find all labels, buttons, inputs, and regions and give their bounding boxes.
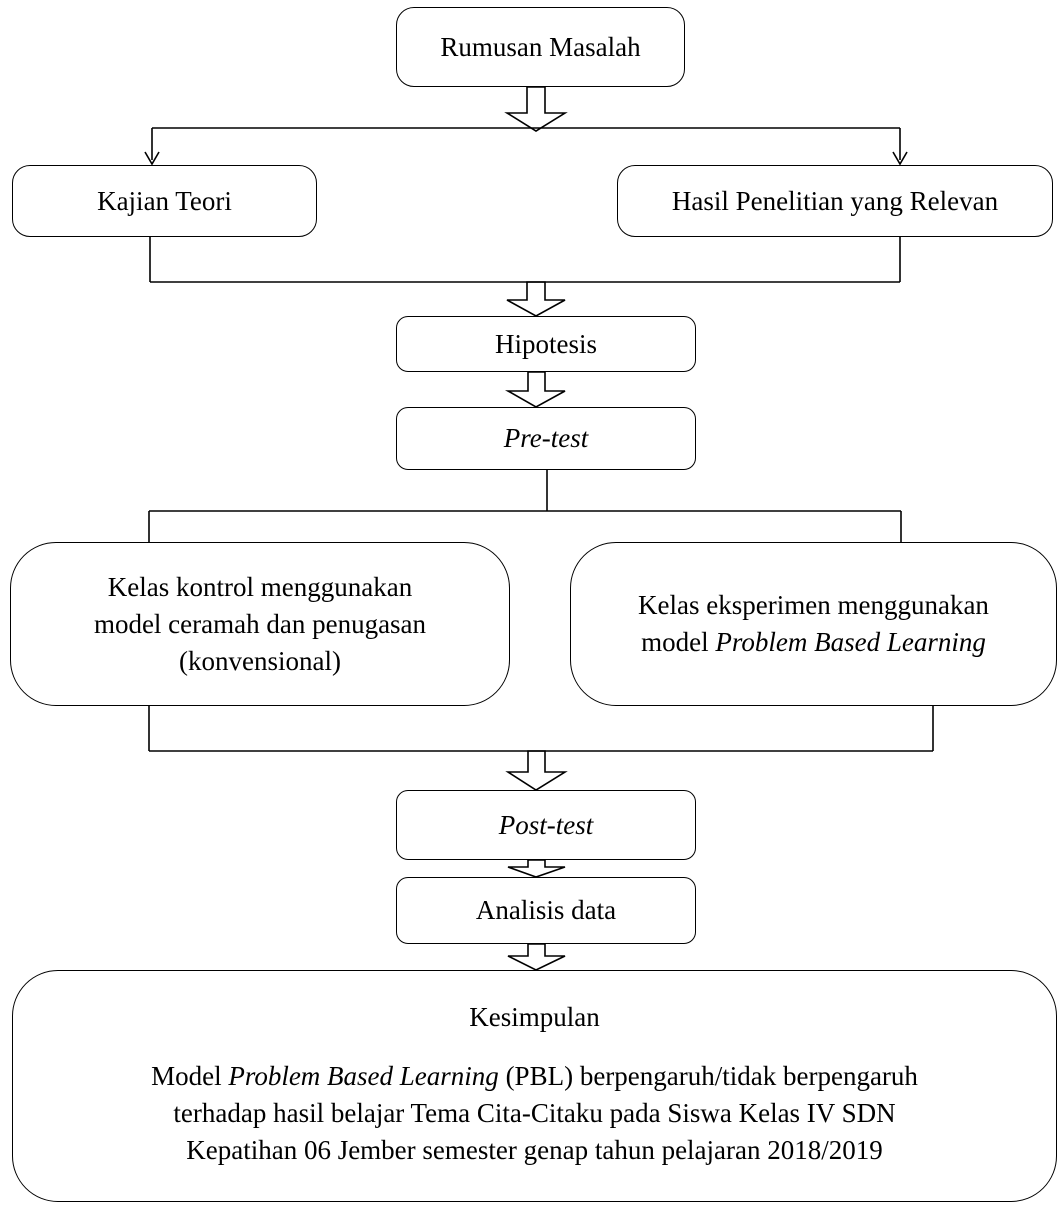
kesimpulan-line-1: Model Problem Based Learning (PBL) berpe… bbox=[151, 1058, 918, 1095]
kesimpulan-title: Kesimpulan bbox=[469, 1002, 600, 1032]
kelas-eksperimen-line-1: Kelas eksperimen menggunakan bbox=[638, 590, 989, 620]
kelas-eksperimen-prefix: model bbox=[641, 627, 716, 657]
hipotesis-label: Hipotesis bbox=[494, 328, 597, 359]
kelas-kontrol-line-3: (konvensional) bbox=[179, 645, 341, 676]
kesimpulan-suffix: (PBL) berpengaruh/tidak berpengaruh bbox=[498, 1061, 918, 1091]
block-arrow-icon bbox=[504, 371, 566, 408]
kesimpulan-line-3: Kepatihan 06 Jember semester genap tahun… bbox=[186, 1135, 883, 1165]
box-hipotesis: Hipotesis bbox=[396, 316, 696, 372]
block-arrow-icon bbox=[505, 750, 568, 791]
box-rumusan-masalah: Rumusan Masalah bbox=[396, 7, 685, 87]
box-hasil-penelitian: Hasil Penelitian yang Relevan bbox=[617, 165, 1053, 237]
kelas-kontrol-line-2: model ceramah dan penugasan bbox=[93, 608, 427, 639]
box-post-test: Post-test bbox=[396, 790, 696, 860]
hasil-penelitian-label: Hasil Penelitian yang Relevan bbox=[671, 185, 999, 216]
kajian-teori-label: Kajian Teori bbox=[97, 185, 232, 216]
kelas-eksperimen-italic: Problem Based Learning bbox=[715, 627, 986, 657]
box-kelas-kontrol: Kelas kontrol menggunakan model ceramah … bbox=[10, 542, 510, 706]
analisis-data-label: Analisis data bbox=[475, 895, 617, 925]
rumusan-masalah-label: Rumusan Masalah bbox=[440, 31, 641, 62]
box-pre-test: Pre-test bbox=[396, 407, 696, 470]
kelas-kontrol-line-1: Kelas kontrol menggunakan bbox=[107, 571, 413, 602]
kesimpulan-italic: Problem Based Learning bbox=[228, 1061, 499, 1091]
kesimpulan-prefix: Model bbox=[151, 1061, 229, 1091]
block-arrow-icon bbox=[504, 86, 568, 132]
kelas-eksperimen-line-2: model Problem Based Learning bbox=[641, 624, 986, 661]
post-test-label: Post-test bbox=[498, 809, 594, 840]
box-kajian-teori: Kajian Teori bbox=[12, 165, 317, 237]
pre-test-label: Pre-test bbox=[503, 423, 589, 453]
box-kelas-eksperimen: Kelas eksperimen menggunakan model Probl… bbox=[570, 542, 1057, 706]
kesimpulan-line-2: terhadap hasil belajar Tema Cita-Citaku … bbox=[173, 1098, 896, 1128]
block-arrow-icon bbox=[506, 281, 566, 317]
box-kesimpulan: Kesimpulan Model Problem Based Learning … bbox=[12, 970, 1057, 1202]
box-analisis-data: Analisis data bbox=[396, 877, 696, 944]
block-arrow-icon bbox=[507, 859, 566, 878]
block-arrow-icon bbox=[507, 943, 566, 971]
